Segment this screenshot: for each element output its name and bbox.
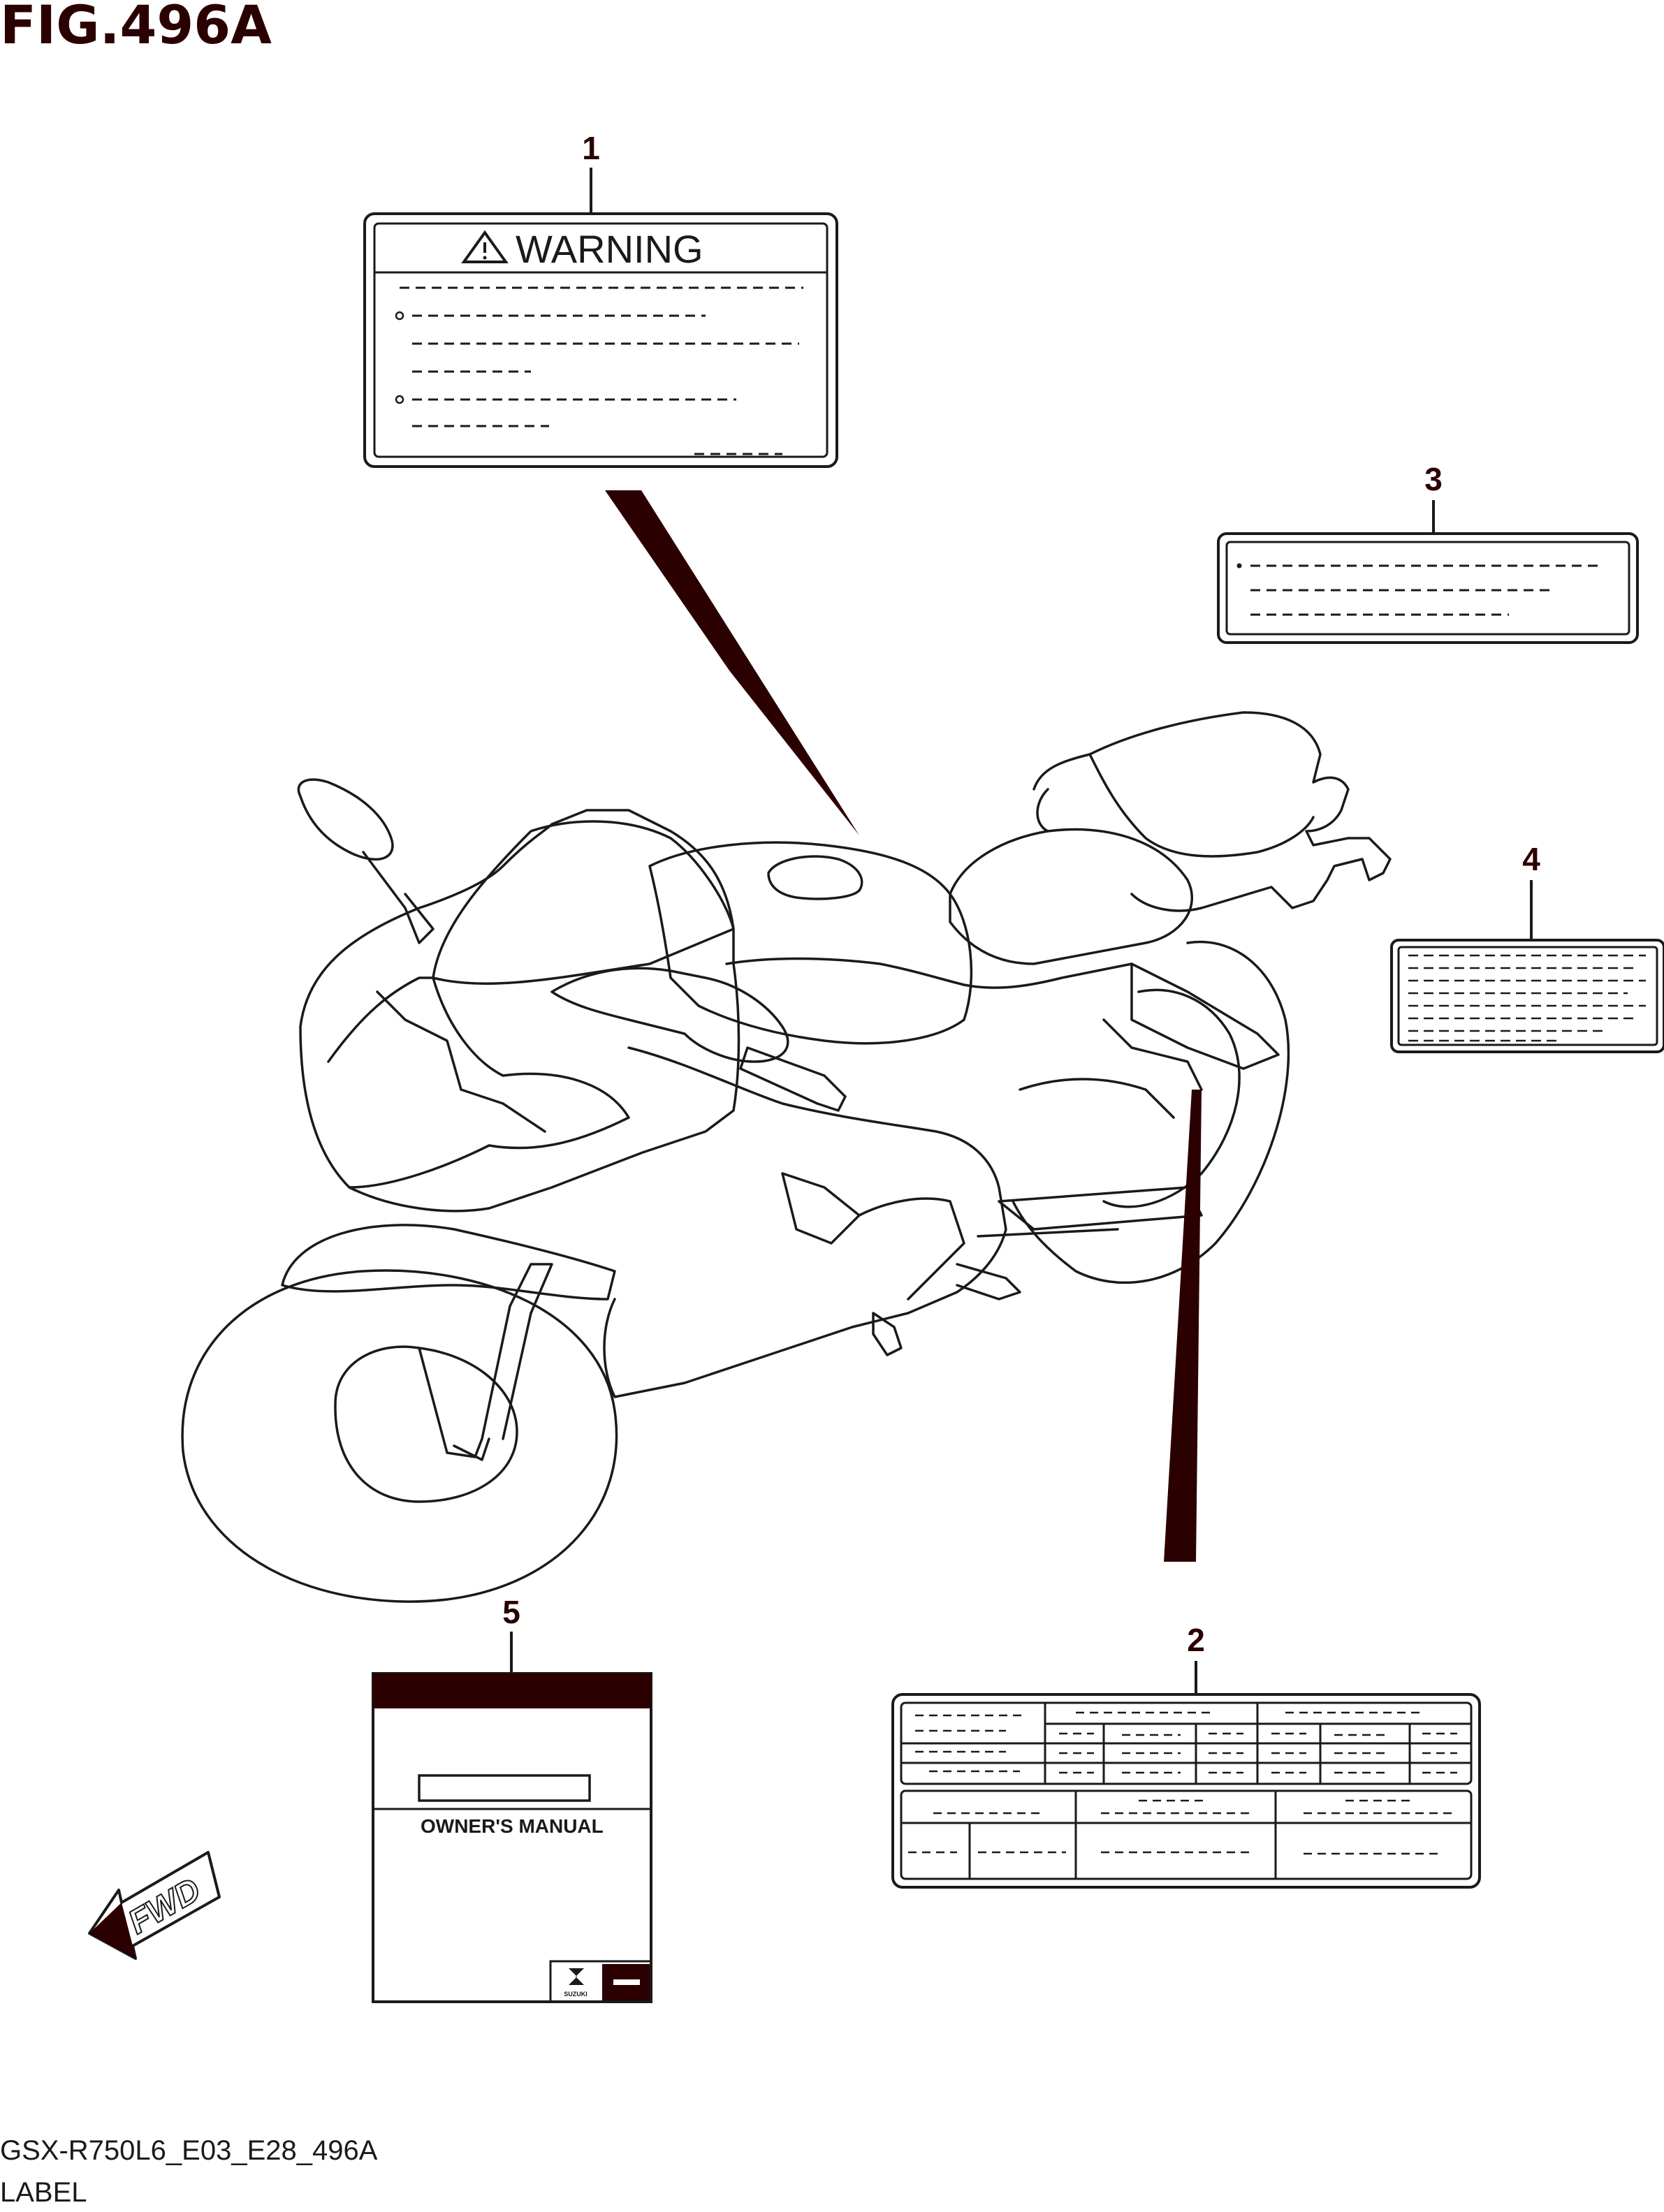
pointer-arrow-2	[1164, 1090, 1202, 1562]
manual-title-box	[418, 1774, 591, 1802]
part-5-owners-manual[interactable]: 5 OWNER'S MANUAL SUZUKI	[372, 1594, 652, 2003]
section-title: LABEL	[0, 2177, 87, 2208]
label-3-text-placeholder	[1250, 564, 1604, 616]
frame-side	[603, 1046, 1007, 1398]
model-code: GSX-R750L6_E03_E28_496A	[0, 2135, 378, 2166]
fuel-tank	[648, 841, 973, 1045]
tail-section	[1032, 711, 1392, 912]
mirror	[297, 778, 394, 861]
fwd-direction-arrow-icon: FWD	[88, 1851, 221, 1960]
rear-wheel	[1012, 940, 1290, 1284]
part-3-label[interactable]: 3	[1217, 461, 1639, 644]
part-2-table-label[interactable]: 2	[891, 1622, 1481, 1889]
manual-title: OWNER'S MANUAL	[421, 1815, 604, 1837]
figure-title: FIG.496A	[0, 0, 272, 56]
front-fairing	[299, 809, 740, 1213]
front-fork	[418, 1263, 553, 1458]
bullet-icon	[395, 395, 404, 404]
handlebar	[550, 967, 789, 1063]
callout-5: 5	[502, 1594, 520, 1630]
manual-header-band	[373, 1673, 651, 1708]
pointer-arrow-1	[605, 490, 859, 835]
warning-triangle-icon	[461, 230, 509, 263]
part-1-warning-label[interactable]: 1 WARNING	[363, 130, 859, 835]
front-wheel	[181, 1269, 618, 1603]
front-fender	[281, 1224, 616, 1301]
warning-text-placeholder	[400, 286, 803, 455]
rider-seat	[949, 828, 1193, 965]
swingarm	[998, 1186, 1203, 1231]
callout-3: 3	[1424, 461, 1443, 497]
label-4-text-placeholder	[1408, 954, 1646, 1042]
label-2-text-placeholder	[908, 1711, 1457, 1855]
part-4-label[interactable]: 4	[1390, 841, 1664, 1053]
svg-text:SUZUKI: SUZUKI	[564, 1991, 587, 1998]
callout-4: 4	[1522, 841, 1540, 877]
callout-2: 2	[1187, 1622, 1205, 1658]
bullet-icon	[1236, 563, 1242, 569]
rear-frame	[1130, 962, 1280, 1070]
label-2-grid	[901, 1703, 1471, 1879]
suzuki-logo-icon: SUZUKI	[564, 1968, 587, 1998]
motorcycle-illustration	[181, 711, 1392, 1603]
warning-heading: WARNING	[516, 227, 703, 271]
bullet-icon	[395, 311, 404, 321]
callout-1: 1	[582, 130, 600, 166]
